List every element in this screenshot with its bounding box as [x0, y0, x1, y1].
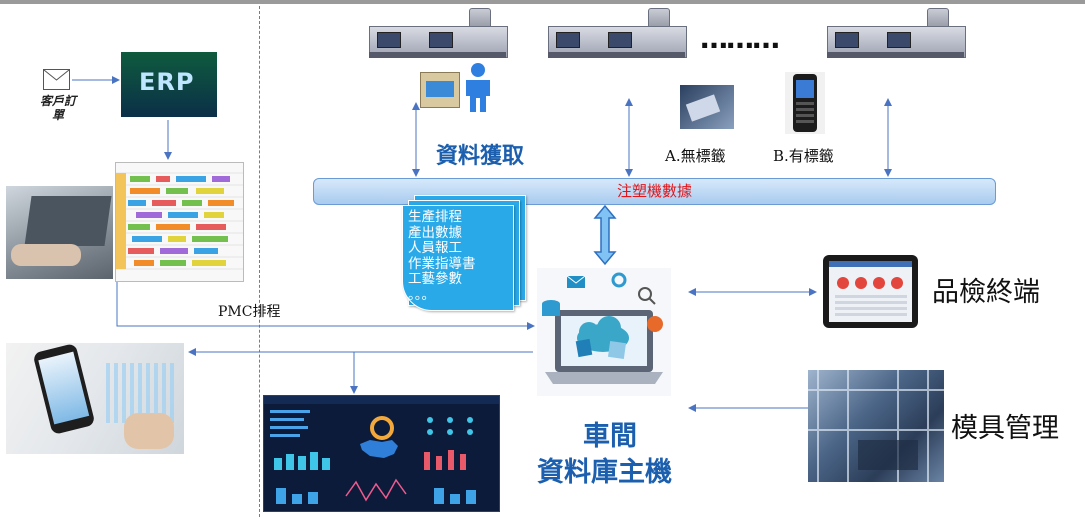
customer-order-label: 客戶訂單: [39, 94, 76, 122]
doc-item-instruction: 作業指導書: [408, 255, 476, 272]
doc-item-schedule: 生產排程: [408, 209, 462, 225]
pda-scanner-photo: [785, 72, 825, 134]
ellipsis-dots: ………: [700, 22, 780, 55]
host-label-line1: 車間: [583, 421, 637, 452]
doc-item-output: 產出數據: [408, 224, 462, 241]
doc-item-more: 。。。: [408, 286, 435, 303]
no-label-text: A.無標籤: [665, 147, 726, 165]
doc-item-report: 人員報工: [408, 240, 462, 256]
section-divider: [259, 6, 260, 517]
qc-terminal-label: 品檢終端: [932, 277, 1040, 308]
pmc-label: PMC排程: [218, 304, 281, 320]
person-icon: [462, 62, 494, 112]
mail-icon: [43, 69, 70, 90]
mobile-phone-photo: [6, 342, 184, 454]
collection-terminal-icon: [420, 72, 460, 108]
doc-item-parameters: 工藝參數: [408, 271, 462, 287]
erp-image: ERP: [121, 52, 217, 117]
data-acquisition-label: 資料獲取: [436, 143, 525, 169]
mold-management-label: 模具管理: [951, 413, 1059, 444]
erp-label: ERP: [139, 68, 195, 96]
tablet-qc-image: [823, 255, 918, 328]
top-rule: [0, 0, 1085, 4]
hand-scanner-photo: [680, 85, 734, 129]
database-host-illustration: [537, 268, 671, 396]
host-label-line2: 資料庫主機: [537, 457, 672, 488]
laptop-typing-photo: [6, 186, 113, 279]
injection-machine-1: [369, 8, 508, 58]
factory-mold-photo: [808, 370, 944, 482]
schedule-table-image: [115, 162, 244, 282]
document-stack: [400, 195, 530, 313]
document-items: 生產排程 產出數據 人員報工 作業指導書 工藝參數 。。。: [408, 209, 508, 303]
dashboard-screen-image: [263, 395, 500, 512]
injection-data-label: 注塑機數據: [616, 182, 692, 200]
with-label-text: B.有標籤: [773, 147, 834, 165]
injection-machine-3: [827, 8, 966, 58]
injection-machine-2: [548, 8, 687, 58]
